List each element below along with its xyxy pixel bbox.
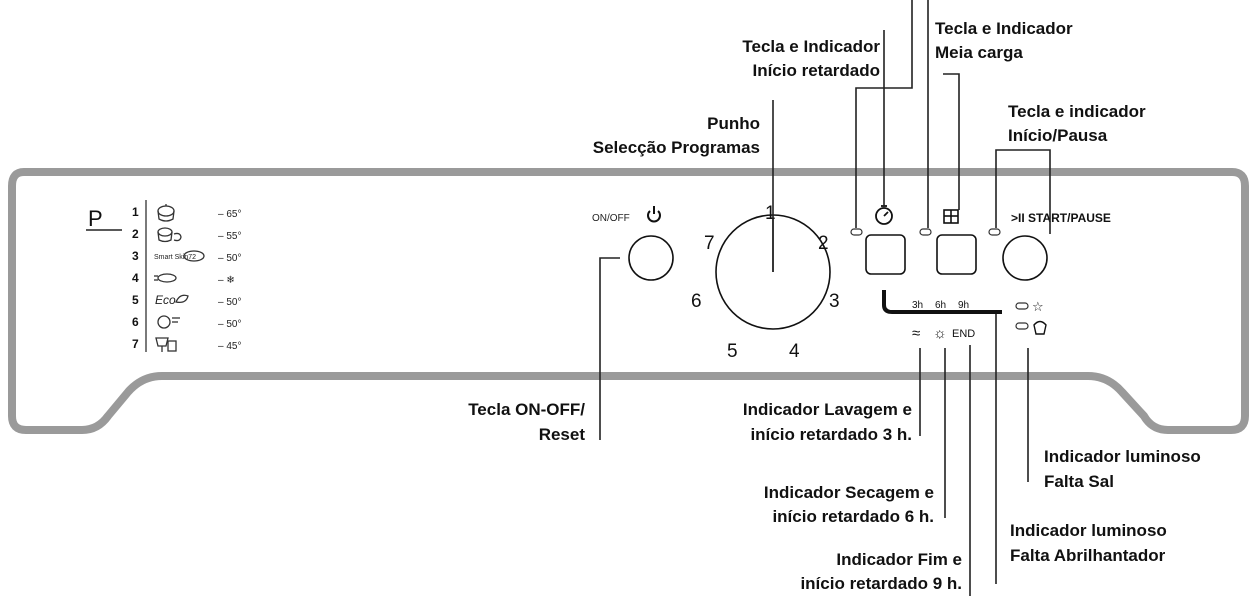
dial-number: 3: [829, 291, 840, 312]
callout-line: Indicador luminoso: [1044, 447, 1201, 466]
program-temperature: – 50°: [218, 253, 241, 264]
delay-start-indicator-led: [850, 228, 863, 236]
glass-icon: [155, 337, 177, 352]
callout-program-knob: Punho Selecção Programas: [593, 114, 760, 157]
dial-number: 5: [727, 341, 738, 362]
callout-on-off: Tecla ON-OFF/ Reset: [468, 400, 585, 444]
rapid-icon: [157, 315, 180, 329]
program-number: 7: [132, 337, 139, 351]
callout-line: início retardado 3 h.: [750, 425, 912, 444]
program-row: 2 – 55°: [132, 227, 241, 243]
program-row: 6 – 50°: [132, 315, 241, 330]
callout-line: Indicador Fim e: [836, 550, 962, 569]
callout-end: Indicador Fim e início retardado 9 h.: [800, 550, 962, 593]
callout-salt: Indicador luminoso Falta Sal: [1044, 447, 1201, 491]
end-label: END: [952, 328, 975, 340]
program-temperature: – 50°: [218, 297, 241, 308]
callout-line: Tecla ON-OFF/: [468, 400, 585, 419]
dial-number: 7: [704, 233, 715, 254]
program-number: 6: [132, 315, 139, 329]
callout-line: Falta Abrilhantador: [1010, 546, 1166, 565]
callout-half-load: Tecla e Indicador Meia carga: [935, 19, 1073, 62]
delay-start-button[interactable]: [865, 234, 906, 275]
callout-line: Falta Sal: [1044, 472, 1114, 491]
delay-hours-3: 3h: [912, 300, 923, 311]
callout-rinse-aid: Indicador luminoso Falta Abrilhantador: [1010, 521, 1167, 565]
half-load-button[interactable]: [936, 234, 977, 275]
program-number: 5: [132, 293, 139, 307]
callout-wash: Indicador Lavagem e início retardado 3 h…: [743, 400, 912, 444]
dial-number: 2: [818, 233, 829, 254]
rinse-aid-indicator-led: [1015, 302, 1029, 310]
power-icon: [647, 206, 661, 223]
salt-icon: [1033, 320, 1047, 335]
program-number: 1: [132, 205, 139, 219]
callout-line: Tecla e Indicador: [742, 37, 880, 56]
start-pause-label: >II START/PAUSE: [1011, 211, 1111, 225]
callout-line: Indicador luminoso: [1010, 521, 1167, 540]
program-label: Smart Skin72: [154, 254, 196, 261]
callout-dry: Indicador Secagem e início retardado 6 h…: [764, 483, 934, 526]
program-row: 7 – 45°: [132, 337, 241, 352]
program-temperature: – 65°: [218, 209, 241, 220]
program-temperature: – 50°: [218, 319, 241, 330]
wash-phase-icon: ≈: [912, 325, 920, 342]
pot-icon: [157, 204, 175, 222]
callout-line: Punho: [707, 114, 760, 133]
callout-line: Indicador Secagem e: [764, 483, 934, 502]
half-load-icon: [943, 209, 959, 224]
prewash-icon: [154, 273, 177, 283]
dial-number: 4: [789, 341, 800, 362]
salt-indicator-led: [1015, 322, 1029, 330]
start-pause-indicator-led: [988, 228, 1001, 236]
on-off-button[interactable]: [628, 235, 674, 281]
program-row: 3 Smart Skin72 – 50°: [132, 249, 241, 264]
dry-phase-icon: ☼: [933, 325, 947, 342]
panel-outline: [8, 168, 1249, 434]
callout-line: Selecção Programas: [593, 138, 760, 157]
program-row: 1 – 65°: [132, 204, 241, 222]
on-off-label: ON/OFF: [592, 213, 630, 224]
half-load-indicator-led: [919, 228, 932, 236]
callout-line: início retardado 9 h.: [800, 574, 962, 593]
callout-line: Tecla e Indicador: [935, 19, 1073, 38]
program-row: 4 – ❄: [132, 271, 235, 286]
delay-hours-6: 6h: [935, 300, 946, 311]
callout-delay-start: Tecla e Indicador Início retardado: [742, 37, 880, 80]
delay-hours-9: 9h: [958, 300, 969, 311]
program-letter: P: [88, 206, 103, 231]
eco-leaf-icon: [175, 294, 189, 304]
program-number: 2: [132, 227, 139, 241]
program-number: 4: [132, 271, 139, 285]
delay-indicator-track: [882, 290, 1002, 314]
callout-start-pause: Tecla e indicador Início/Pausa: [1008, 102, 1146, 145]
program-number: 3: [132, 249, 139, 263]
callout-line: Reset: [539, 425, 586, 444]
callout-line: Tecla e indicador: [1008, 102, 1146, 121]
dial-number: 1: [765, 203, 776, 224]
callout-line: Início retardado: [752, 61, 880, 80]
timer-icon: [875, 205, 893, 225]
rinse-aid-icon: ☆: [1032, 299, 1044, 314]
callout-line: Indicador Lavagem e: [743, 400, 912, 419]
leader-lines: [599, 0, 1051, 598]
start-pause-button[interactable]: [1002, 235, 1048, 281]
callout-line: início retardado 6 h.: [772, 507, 934, 526]
smart-wash-icon: [183, 250, 205, 262]
program-temperature: – ❄: [218, 275, 235, 286]
program-row: 5 Eco – 50°: [132, 293, 241, 308]
program-list: P 1 – 65° 2 – 55° 3 Smart Skin72 – 50° 4: [86, 200, 241, 352]
callout-line: Início/Pausa: [1008, 126, 1108, 145]
program-temperature: – 55°: [218, 231, 241, 242]
callout-line: Meia carga: [935, 43, 1023, 62]
program-temperature: – 45°: [218, 341, 241, 352]
dial-number: 6: [691, 291, 702, 312]
program-label: Eco: [155, 293, 176, 307]
pot-and-cup-icon: [157, 227, 182, 243]
